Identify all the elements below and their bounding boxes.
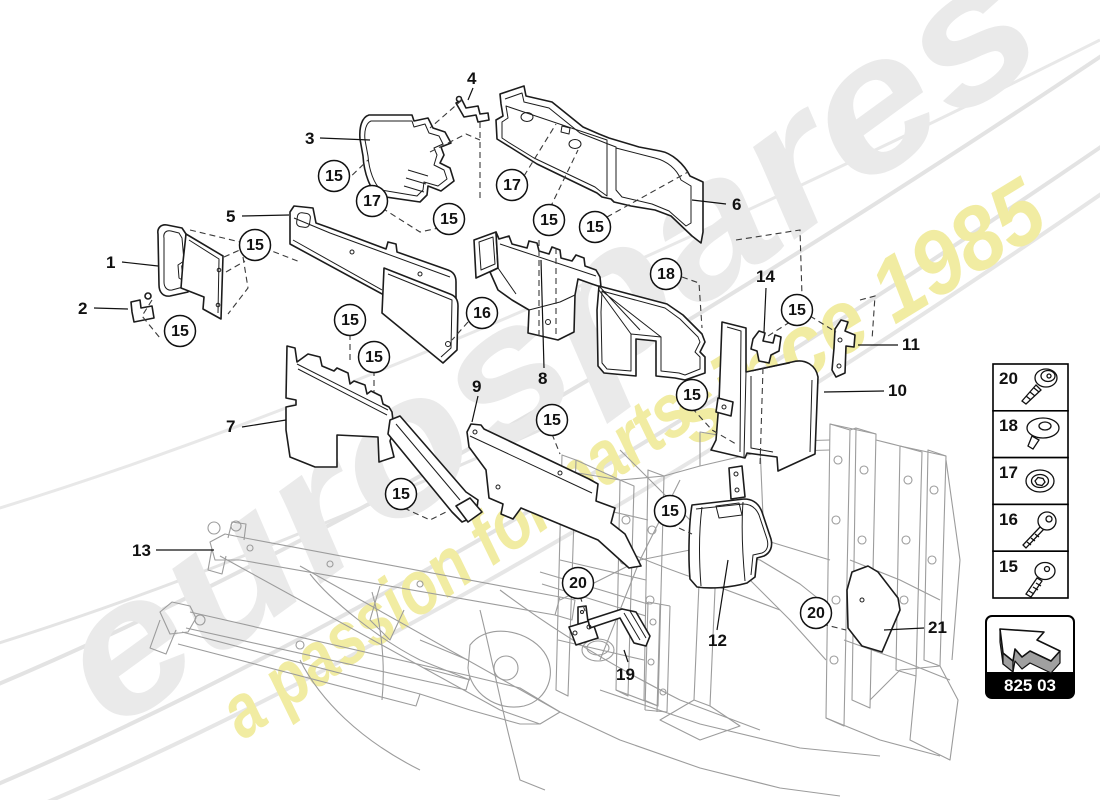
svg-text:3: 3	[305, 129, 314, 148]
svg-text:14: 14	[756, 267, 775, 286]
svg-text:8: 8	[538, 369, 547, 388]
svg-text:17: 17	[503, 177, 521, 194]
svg-text:18: 18	[657, 266, 675, 283]
svg-text:2: 2	[78, 299, 87, 318]
svg-text:15: 15	[325, 168, 343, 185]
svg-text:15: 15	[171, 323, 189, 340]
svg-text:15: 15	[543, 412, 561, 429]
svg-text:20: 20	[569, 575, 587, 592]
svg-text:15: 15	[683, 387, 701, 404]
svg-text:12: 12	[708, 631, 727, 650]
svg-text:20: 20	[999, 369, 1018, 388]
svg-text:15: 15	[341, 312, 359, 329]
svg-text:16: 16	[999, 510, 1018, 529]
svg-text:11: 11	[902, 335, 920, 354]
svg-text:7: 7	[226, 417, 235, 436]
svg-text:15: 15	[586, 219, 604, 236]
svg-text:6: 6	[732, 195, 741, 214]
svg-text:15: 15	[440, 211, 458, 228]
svg-text:4: 4	[467, 69, 477, 88]
svg-text:16: 16	[473, 305, 491, 322]
svg-text:15: 15	[661, 503, 679, 520]
svg-text:15: 15	[788, 302, 806, 319]
svg-text:17: 17	[999, 463, 1018, 482]
svg-text:18: 18	[999, 416, 1018, 435]
svg-text:13: 13	[132, 541, 151, 560]
svg-text:21: 21	[928, 618, 947, 637]
svg-text:17: 17	[363, 193, 381, 210]
svg-text:20: 20	[807, 605, 825, 622]
svg-text:825 03: 825 03	[1004, 676, 1056, 695]
svg-text:15: 15	[365, 349, 383, 366]
svg-text:15: 15	[999, 557, 1018, 576]
svg-text:15: 15	[540, 212, 558, 229]
svg-text:5: 5	[226, 207, 235, 226]
svg-text:15: 15	[246, 237, 264, 254]
svg-text:1: 1	[106, 253, 115, 272]
svg-text:19: 19	[616, 665, 635, 684]
svg-text:15: 15	[392, 486, 410, 503]
svg-text:9: 9	[472, 377, 481, 396]
svg-text:10: 10	[888, 381, 907, 400]
